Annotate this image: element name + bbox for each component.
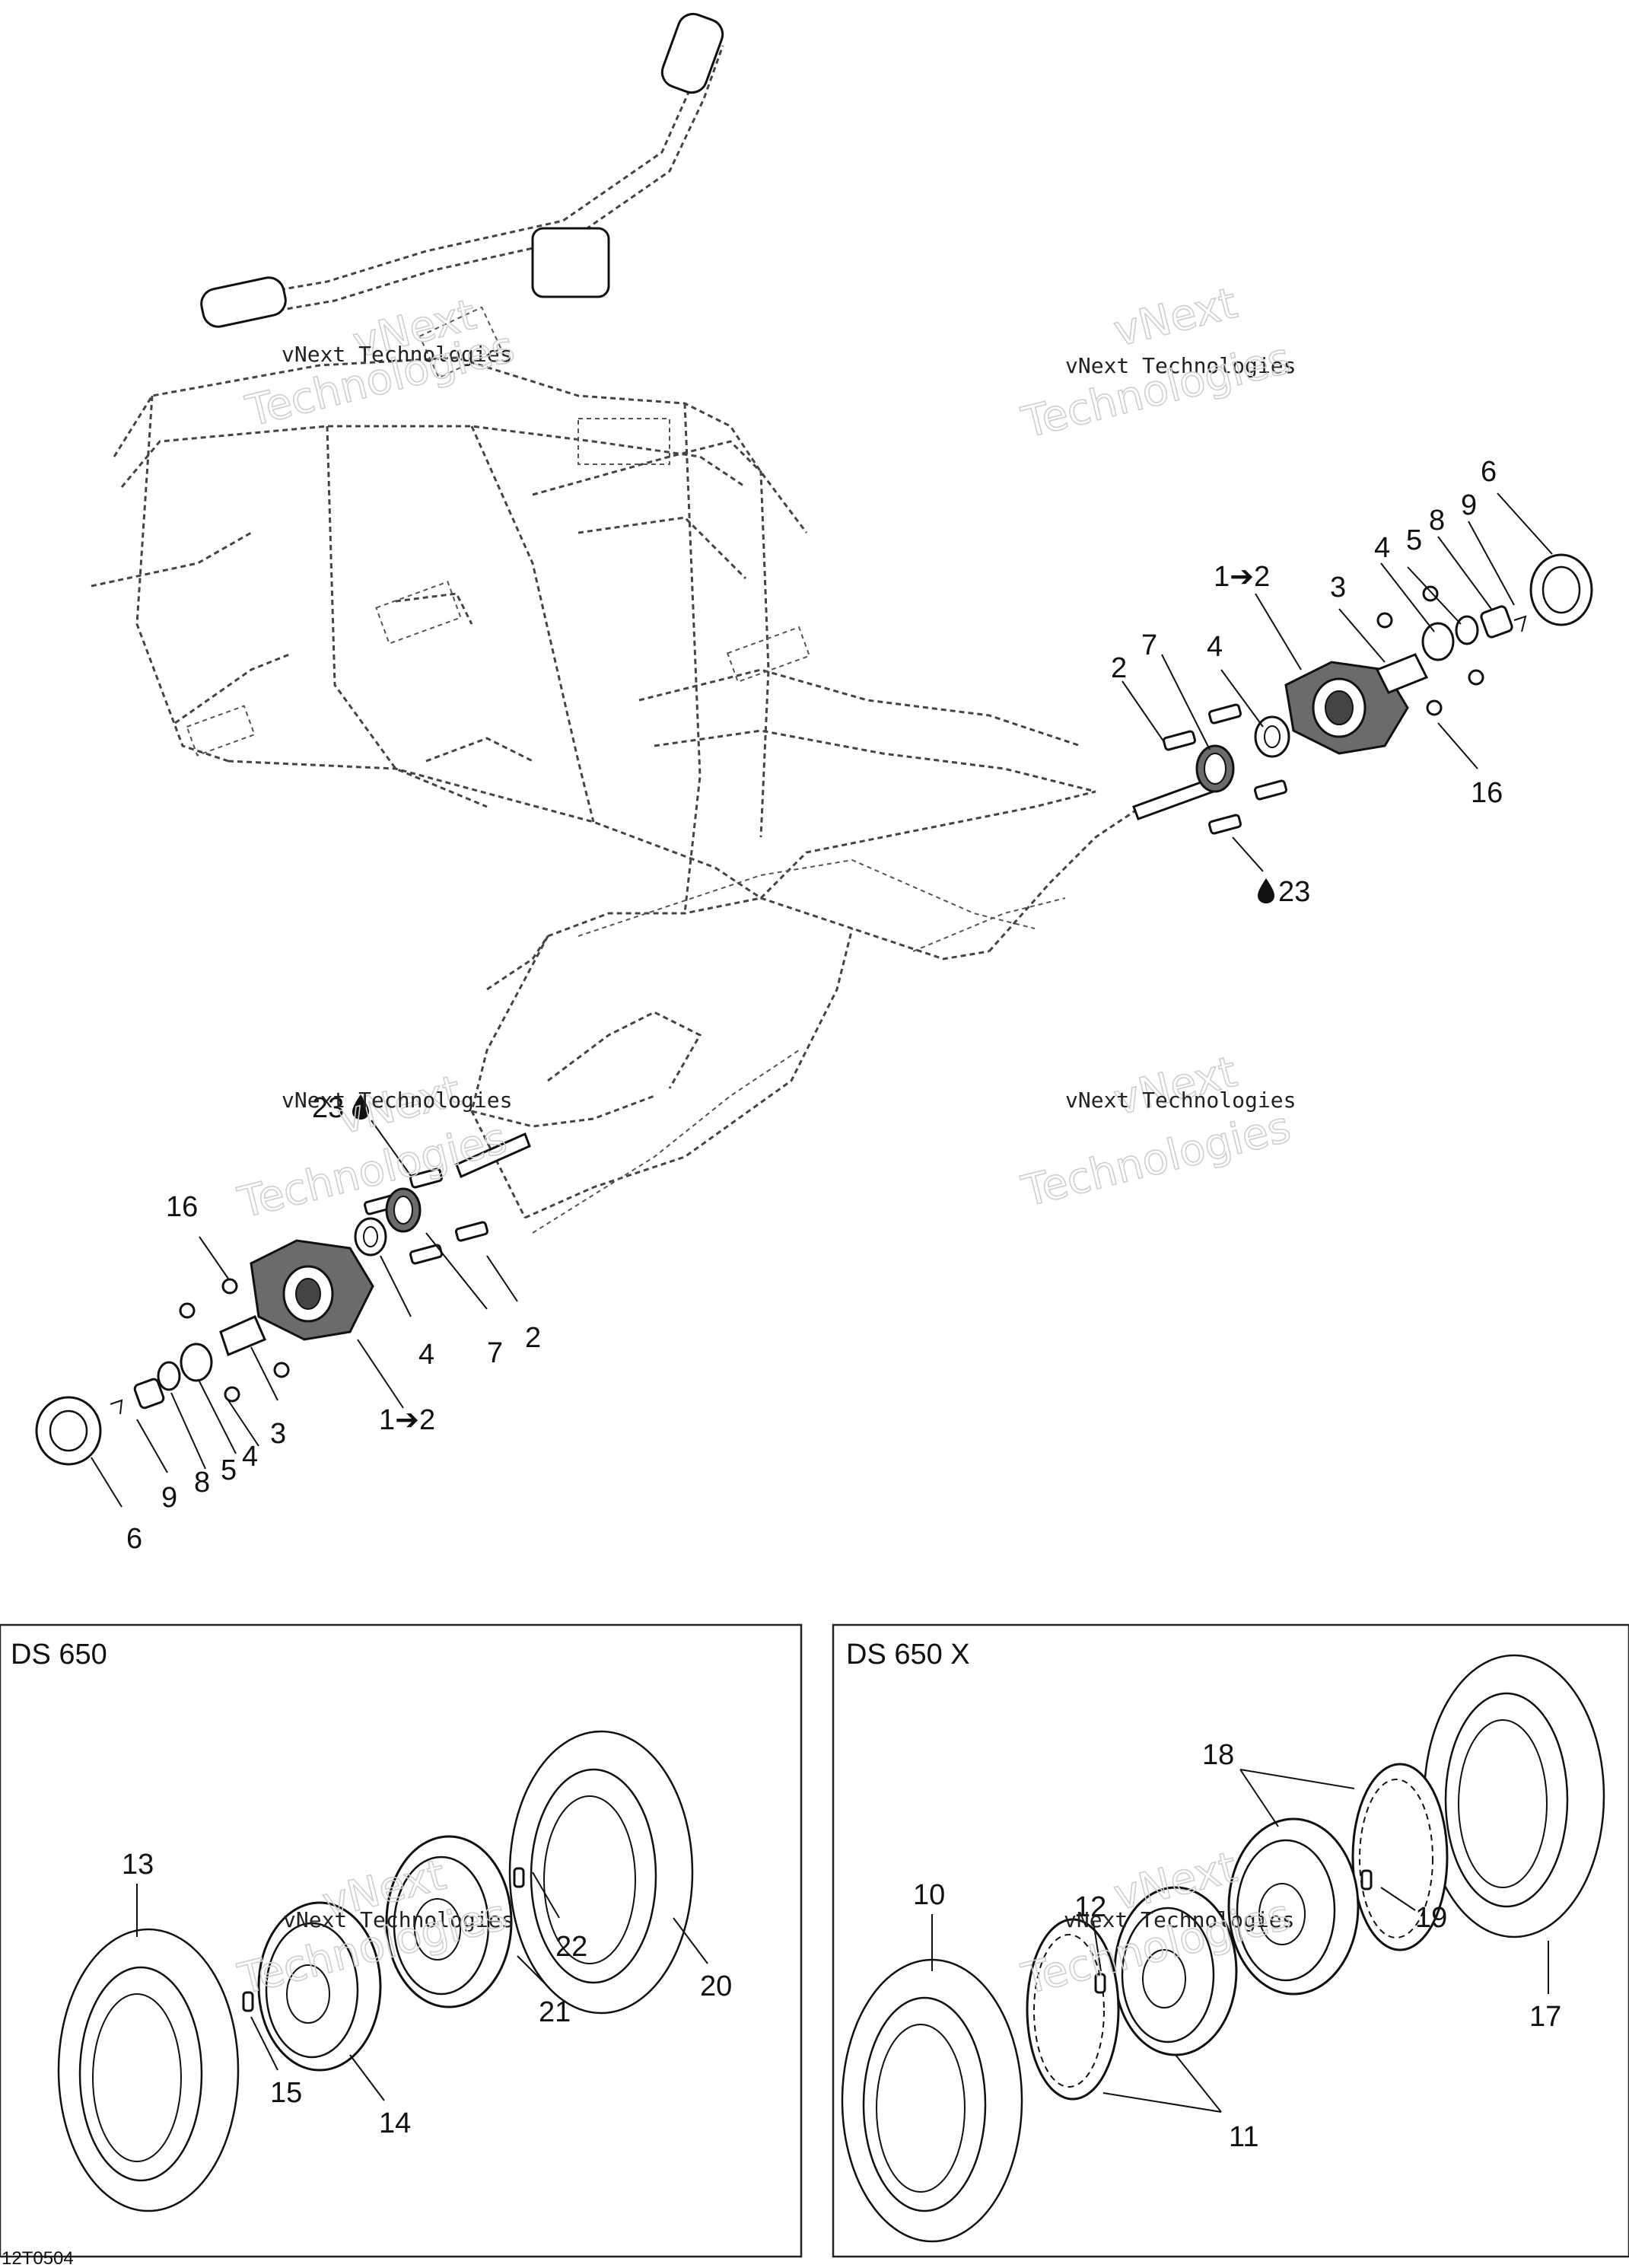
callout-16: 16 [1471, 777, 1503, 809]
callout-19: 19 [1415, 1902, 1447, 1934]
panel-title-ds650: DS 650 [11, 1639, 107, 1671]
rim-21 [385, 1835, 513, 2008]
upper-callouts: 6 9 8 5 4 3 1➔2 7 4 2 16 23 [1111, 456, 1553, 908]
callout-5: 5 [1406, 524, 1422, 556]
svg-text:vNext Technologies: vNext Technologies [1064, 1907, 1294, 1932]
callout-11: 11 [1229, 2121, 1258, 2153]
beadlock-ring-11 [1026, 1918, 1120, 2101]
atv-frame [91, 12, 1142, 1234]
callout-1to2-lower: 1➔2 [379, 1404, 435, 1436]
panel-ds650: DS 650 [0, 1623, 803, 2258]
tire-17 [1423, 1654, 1605, 1938]
lower-callouts: 23 16 4 7 2 3 1➔2 4 5 8 9 6 [91, 1092, 541, 1555]
panel-ds650x: DS 650 X [832, 1623, 1629, 2258]
callout-2-lower: 2 [525, 1322, 541, 1354]
svg-text:vNext Technologies: vNext Technologies [283, 1907, 514, 1932]
castle-nut [1480, 605, 1513, 639]
svg-text:vNext: vNext [1109, 279, 1242, 357]
callout-21: 21 [539, 1996, 571, 2028]
callout-7: 7 [1141, 629, 1157, 661]
callout-2: 2 [1111, 652, 1127, 684]
callout-6-lower: 6 [126, 1523, 142, 1555]
watermark-top-left: vNext vNext Technologies Technologies [240, 289, 520, 437]
rim-left-ds650x [1113, 1886, 1238, 2056]
stem-clamp [531, 227, 610, 298]
spacer [1375, 653, 1429, 694]
callout-18: 18 [1202, 1739, 1234, 1771]
callout-5-lower: 5 [221, 1454, 237, 1486]
callout-8-lower: 8 [194, 1467, 210, 1499]
left-grip [200, 276, 287, 328]
oil-drop-icon [352, 1094, 369, 1120]
callout-4b: 4 [1207, 631, 1223, 663]
svg-text:vNext: vNext [1109, 1047, 1242, 1126]
callout-3-lower: 3 [270, 1418, 286, 1450]
svg-text:vNext Technologies: vNext Technologies [1065, 1088, 1296, 1113]
callout-4b-lower: 4 [242, 1441, 258, 1473]
tire-13 [57, 1928, 240, 2212]
callout-9-lower: 9 [161, 1482, 177, 1514]
figure-code: 12T0504 [2, 2248, 74, 2268]
callout-15: 15 [270, 2077, 302, 2109]
svg-text:Technologies: Technologies [1017, 1102, 1296, 1216]
callout-13: 13 [122, 1849, 154, 1881]
callout-4-lower: 4 [418, 1339, 434, 1371]
callout-12: 12 [1074, 1891, 1106, 1923]
callout-4a: 4 [1374, 532, 1390, 564]
callout-16-lower: 16 [166, 1191, 198, 1223]
wheel-stud [1163, 703, 1287, 835]
callout-7-lower: 7 [487, 1337, 503, 1369]
valve-stem-12 [1094, 1973, 1106, 1994]
svg-text:vNext Technologies: vNext Technologies [1065, 353, 1296, 378]
valve-stem-22 [513, 1867, 525, 1888]
callout-3: 3 [1330, 572, 1346, 604]
callout-20: 20 [700, 1970, 732, 2002]
watermark-mid-right: vNext vNext Technologies Technologies [1017, 1046, 1297, 1217]
callout-8: 8 [1429, 505, 1445, 537]
tire-10 [841, 1958, 1023, 2243]
callout-23: 23 [1278, 876, 1310, 908]
front-left-hub-assembly [35, 1132, 531, 1466]
beadlock-ring-18 [1351, 1763, 1449, 1951]
callout-6: 6 [1481, 456, 1497, 488]
callout-17: 17 [1529, 2001, 1561, 2033]
svg-text:vNext Technologies: vNext Technologies [282, 1088, 512, 1113]
tire-20 [508, 1730, 694, 2015]
callout-14: 14 [379, 2107, 411, 2139]
callout-10: 10 [913, 1879, 945, 1911]
rim-14 [257, 1901, 382, 2072]
front-right-hub-assembly [1132, 553, 1593, 835]
cotter-pin [1513, 615, 1527, 632]
rim-right-ds650x [1227, 1817, 1360, 1996]
callout-9: 9 [1461, 489, 1477, 521]
valve-stem-15 [242, 1991, 254, 2012]
callout-1to2: 1➔2 [1214, 561, 1270, 593]
oil-drop-icon [1258, 878, 1274, 903]
valve-stem-19 [1360, 1869, 1373, 1891]
spindle-left [455, 1132, 531, 1179]
panel-title-ds650x: DS 650 X [846, 1639, 970, 1671]
svg-text:Technologies: Technologies [1017, 333, 1296, 448]
watermark-top-right: vNext vNext Technologies Technologies [1017, 278, 1297, 448]
callout-23-lower: 23 [312, 1092, 344, 1124]
svg-text:vNext Technologies: vNext Technologies [282, 342, 512, 367]
callout-22: 22 [555, 1931, 587, 1963]
right-grip [660, 12, 724, 94]
